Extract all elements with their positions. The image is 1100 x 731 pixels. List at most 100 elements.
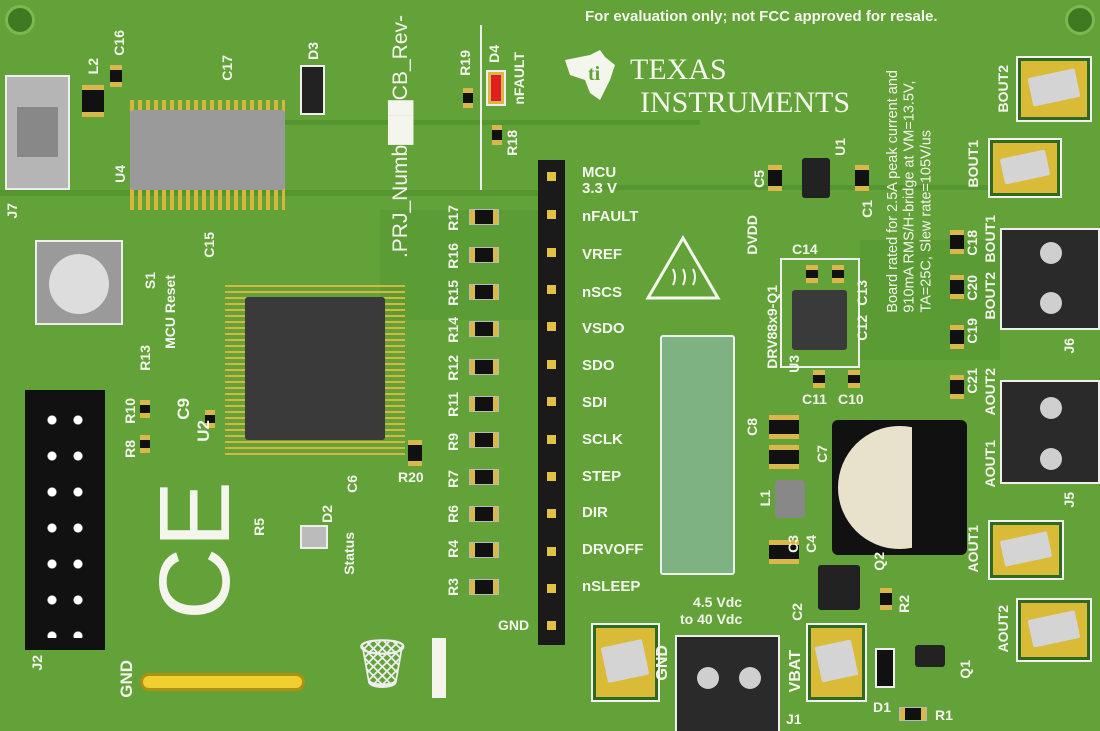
trace	[280, 120, 700, 125]
diode-d3	[300, 65, 325, 115]
pin-label: STEP	[582, 468, 622, 485]
ref-label: R12	[445, 355, 461, 381]
ref-label: S1	[142, 272, 158, 290]
diode-d1	[875, 648, 895, 688]
ref-label: C21	[964, 368, 980, 394]
ref-label: R20	[398, 469, 424, 485]
ref-label: D2	[319, 505, 335, 523]
ref-label: R4	[445, 540, 461, 558]
capacitor	[769, 445, 799, 469]
ref-label: R7	[445, 470, 461, 488]
ti-logo-icon: ti	[560, 45, 620, 105]
resistor-r20	[408, 440, 422, 466]
capacitor	[832, 265, 844, 283]
pin-label: SCLK	[582, 431, 623, 448]
test-pad-aout2[interactable]	[1016, 598, 1092, 662]
reset-button[interactable]	[35, 240, 123, 325]
ref-label: L1	[757, 490, 773, 507]
resistor	[469, 432, 499, 448]
ref-label: C19	[964, 318, 980, 344]
transistor-q2	[818, 565, 860, 610]
ref-label: L2	[85, 58, 101, 75]
mounting-hole	[5, 5, 35, 35]
ref-label: R5	[251, 518, 267, 536]
silk-line	[480, 25, 482, 190]
aout2-label: AOUT2	[982, 368, 998, 416]
ref-label: Q1	[957, 660, 973, 679]
bout1-pad-label: BOUT1	[965, 140, 981, 188]
ref-label: C13	[854, 280, 870, 306]
chip-u2-mcu	[245, 297, 385, 440]
weee-bin-icon: 🗑	[352, 638, 413, 691]
drv-part-label: DRV88x9-Q1	[764, 285, 780, 369]
trace	[380, 210, 540, 320]
ref-label: C2	[789, 603, 805, 621]
bout2-label: BOUT2	[982, 272, 998, 320]
ref-label: C20	[964, 275, 980, 301]
ref-label: D1	[873, 699, 891, 715]
ref-label: C8	[744, 418, 760, 436]
resistor	[469, 209, 499, 225]
aout1-pad-label: AOUT1	[965, 525, 981, 573]
resistor-r1	[899, 707, 927, 721]
ref-label: C6	[344, 475, 360, 493]
pin-label: MCU 3.3 V	[582, 164, 618, 197]
ref-label: R3	[445, 578, 461, 596]
ref-label: R6	[445, 505, 461, 523]
resistor	[469, 542, 499, 558]
ref-label: U2	[194, 420, 213, 442]
ref-label: J1	[786, 711, 802, 727]
mounting-hole	[1065, 5, 1095, 35]
project-label: .PRJ_Numb███CB_Rev-	[389, 15, 412, 259]
resistor	[469, 247, 499, 263]
bout1-label: BOUT1	[982, 215, 998, 263]
ref-label: J5	[1061, 492, 1077, 508]
test-pad-gnd[interactable]	[591, 623, 660, 702]
mcu-reset-label: MCU Reset	[162, 275, 178, 349]
resistor	[469, 469, 499, 485]
gnd-label: GND	[117, 660, 136, 698]
status-label: Status	[341, 532, 357, 575]
capacitor-c8	[769, 415, 799, 439]
led-d4-nfault	[486, 70, 506, 106]
capacitor-c5	[768, 165, 782, 191]
terminal-block-j5[interactable]	[1000, 380, 1100, 484]
test-pad-bout1[interactable]	[988, 138, 1062, 198]
ref-label: U1	[832, 138, 848, 156]
capacitor	[950, 230, 964, 254]
ref-label: C12	[854, 315, 870, 341]
test-pad-bout2[interactable]	[1016, 56, 1092, 122]
resistor	[469, 359, 499, 375]
pin-label: SDI	[582, 394, 608, 411]
dvdd-label: DVDD	[744, 215, 760, 255]
resistor	[469, 506, 499, 522]
pin-label: DIR	[582, 504, 608, 521]
ref-label: C18	[964, 230, 980, 256]
ref-label: C3	[785, 535, 801, 553]
chip-u4	[130, 110, 285, 190]
trace	[860, 240, 1000, 360]
ref-label: C10	[838, 391, 864, 407]
ref-label: R19	[457, 50, 473, 76]
ref-label: D3	[305, 42, 321, 60]
pin-label: DRVOFF	[582, 541, 644, 558]
chip-u1	[802, 158, 830, 198]
evaluation-notice: For evaluation only; not FCC approved fo…	[585, 8, 938, 25]
capacitor	[205, 410, 215, 428]
ref-label: C7	[814, 445, 830, 463]
pin-label-gnd: GND	[498, 617, 530, 633]
resistor-r18	[492, 125, 502, 145]
capacitor	[806, 265, 818, 283]
test-pad-aout1[interactable]	[988, 520, 1064, 580]
test-pad-vbat[interactable]	[806, 623, 867, 702]
ref-label: C14	[792, 241, 818, 257]
ref-label: R13	[137, 345, 153, 371]
capacitor-c1	[855, 165, 869, 191]
label-area	[660, 335, 735, 575]
inductor-l1	[775, 480, 805, 518]
terminal-block-j6[interactable]	[1000, 228, 1100, 330]
terminal-block-j1[interactable]	[675, 635, 780, 731]
ref-label: R14	[445, 317, 461, 343]
